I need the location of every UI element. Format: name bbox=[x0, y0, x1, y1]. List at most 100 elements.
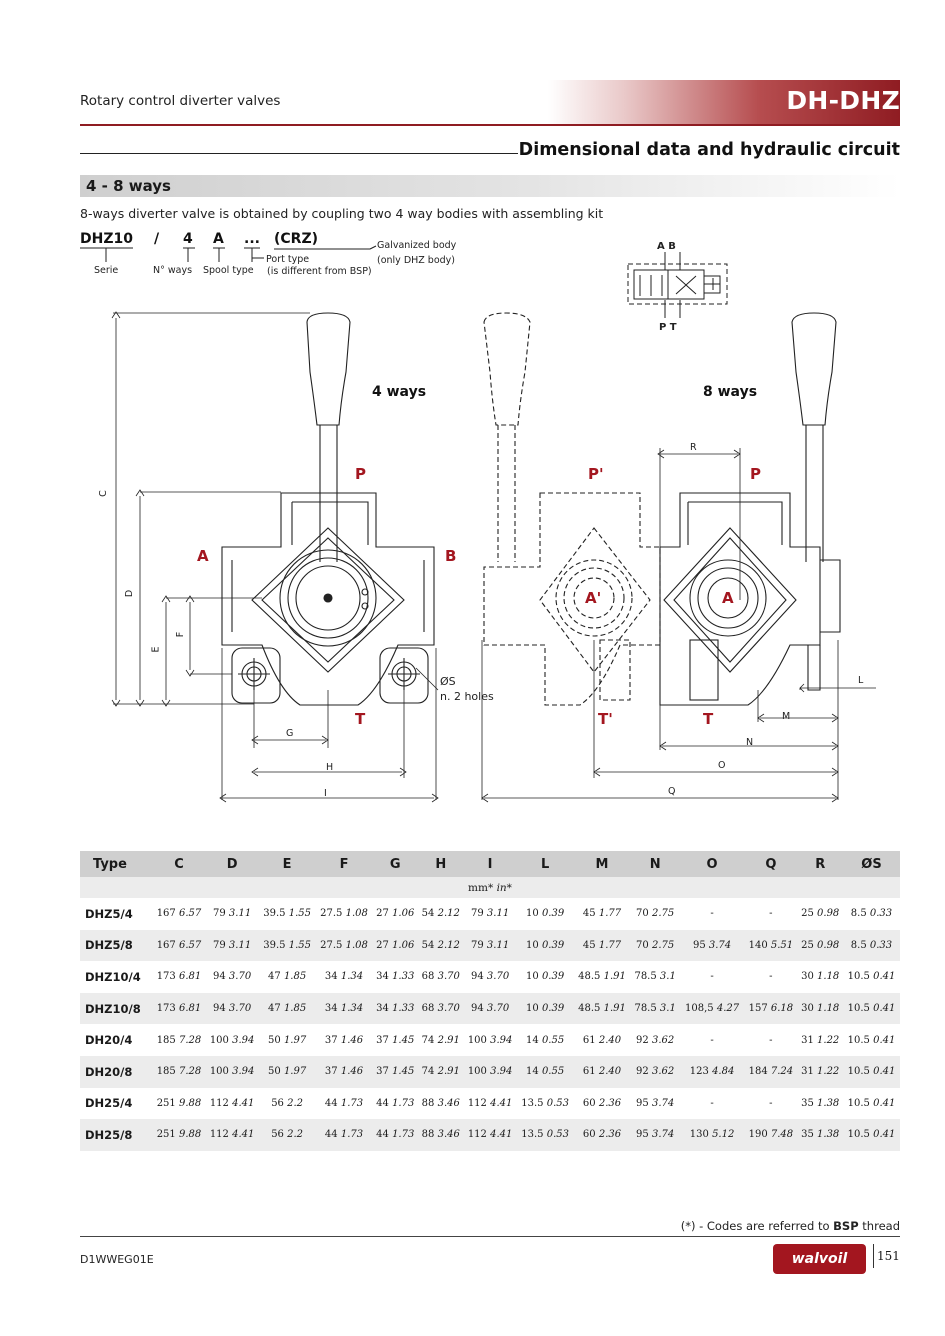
port-p: P bbox=[355, 465, 366, 483]
dimension-cell: 13.5 0.53 bbox=[521, 1097, 569, 1109]
caption-port-1: Port type bbox=[266, 254, 310, 265]
dimension-cell: 184 7.24 bbox=[744, 1055, 798, 1088]
dimension-cell: 25 0.98 bbox=[797, 929, 843, 962]
code-coating: (CRZ) bbox=[274, 231, 319, 247]
section-rule bbox=[80, 153, 518, 155]
dimension-cell: - bbox=[710, 908, 714, 920]
dimension-cell: - bbox=[769, 971, 773, 983]
walvoil-logo: walvoil bbox=[773, 1244, 866, 1274]
dimension-cell: 74 2.91 bbox=[421, 1034, 460, 1046]
dimension-cell: 185 7.28 bbox=[156, 1034, 202, 1046]
dimension-cell: 68 3.70 bbox=[418, 992, 464, 1025]
dimension-cell: 68 3.70 bbox=[421, 971, 460, 983]
port-p-8: P bbox=[750, 465, 761, 483]
column-header: N bbox=[630, 851, 680, 877]
dimension-cell: 37 1.45 bbox=[372, 1055, 418, 1088]
dimension-cell: 44 1.73 bbox=[324, 1097, 364, 1109]
port-a-prime: A' bbox=[585, 589, 602, 607]
dim-c: C bbox=[97, 490, 109, 497]
dimension-cell: 30 1.18 bbox=[801, 971, 840, 983]
dimension-cell: 56 2.2 bbox=[271, 1097, 304, 1109]
dimension-cell: 100 3.94 bbox=[463, 1055, 517, 1088]
dimension-cell: 54 2.12 bbox=[421, 908, 460, 920]
type-cell: DH20/8 bbox=[80, 1055, 153, 1088]
dimension-cell: 95 3.74 bbox=[636, 1097, 675, 1109]
code-slash: / bbox=[154, 231, 160, 247]
dimension-cell: 56 2.2 bbox=[258, 1119, 316, 1151]
port-t-8: T bbox=[703, 710, 714, 728]
subsection-bar: 4 - 8 ways bbox=[80, 175, 900, 197]
dim-h: H bbox=[326, 762, 334, 773]
type-cell: DHZ5/4 bbox=[85, 906, 133, 921]
dimension-cell: 94 3.70 bbox=[463, 992, 517, 1025]
dimension-cell: 61 2.40 bbox=[582, 1034, 622, 1046]
dimension-cell: 35 1.38 bbox=[797, 1119, 843, 1151]
type-cell: DHZ10/4 bbox=[85, 969, 141, 984]
header-rule bbox=[80, 124, 900, 126]
dimension-cell: 78.5 3.1 bbox=[630, 992, 680, 1025]
dimension-cell: 34 1.34 bbox=[324, 971, 364, 983]
subsection-title: 4 - 8 ways bbox=[86, 177, 171, 195]
document-subtitle: Rotary control diverter valves bbox=[80, 93, 281, 109]
dimension-cell: 79 3.11 bbox=[213, 908, 252, 920]
column-header: I bbox=[463, 851, 517, 877]
dimension-cell: 251 9.88 bbox=[156, 1097, 202, 1109]
dimension-cell: 8.5 0.33 bbox=[842, 929, 900, 962]
dimension-cell: 10 0.39 bbox=[516, 992, 574, 1025]
dimension-cell: 95 3.74 bbox=[679, 929, 745, 962]
column-header: M bbox=[573, 851, 631, 877]
dimension-cell: 27 1.06 bbox=[376, 908, 415, 920]
dimension-cell: 108,5 4.27 bbox=[679, 992, 745, 1025]
dimension-cell: 14 0.55 bbox=[516, 1055, 574, 1088]
dimension-cell: 44 1.73 bbox=[315, 1119, 373, 1151]
dimension-cell: - bbox=[710, 1097, 714, 1109]
dimension-cell: 44 1.73 bbox=[376, 1097, 415, 1109]
dimension-cell: 44 1.73 bbox=[372, 1119, 418, 1151]
dimension-cell: 30 1.18 bbox=[797, 992, 843, 1025]
hydraulic-circuit-symbol bbox=[627, 252, 728, 318]
hole-label: ØS bbox=[440, 675, 456, 688]
dimension-cell: 10.5 0.41 bbox=[842, 1055, 900, 1088]
dimension-cell: 10 0.39 bbox=[516, 929, 574, 962]
dimension-cell: 47 1.85 bbox=[268, 971, 307, 983]
view-4-ways bbox=[221, 312, 435, 706]
dim-m: M bbox=[782, 711, 791, 722]
code-series: DHZ10 bbox=[80, 231, 133, 247]
dimension-cell: 88 3.46 bbox=[421, 1097, 460, 1109]
technical-drawing bbox=[80, 245, 876, 803]
port-a: A bbox=[197, 547, 209, 565]
code-ways: 4 bbox=[183, 231, 193, 247]
dimension-cell: 167 6.57 bbox=[156, 908, 202, 920]
dimension-cell: 190 7.48 bbox=[744, 1119, 798, 1151]
dimension-cell: 34 1.33 bbox=[372, 992, 418, 1025]
dimension-cell: 112 4.41 bbox=[205, 1119, 259, 1151]
dim-o: O bbox=[718, 760, 726, 771]
logo-text: walvoil bbox=[791, 1251, 848, 1267]
column-header: G bbox=[372, 851, 418, 877]
footer-rule bbox=[80, 1236, 900, 1237]
dimension-cell: 50 1.97 bbox=[258, 1055, 316, 1088]
dimension-cell: 167 6.57 bbox=[152, 929, 206, 962]
type-cell: DH20/4 bbox=[85, 1033, 133, 1048]
intro-text: 8-ways diverter valve is obtained by cou… bbox=[80, 206, 604, 221]
dimension-cell: 27.5 1.08 bbox=[315, 929, 373, 962]
footer-note-prefix: (*) - Codes are referred to bbox=[680, 1219, 834, 1233]
dimension-cell: 79 3.11 bbox=[205, 929, 259, 962]
dimension-cell: 92 3.62 bbox=[630, 1055, 680, 1088]
dimension-cell: 48.5 1.91 bbox=[573, 992, 631, 1025]
dimension-cell: 10.5 0.41 bbox=[847, 1034, 896, 1046]
section-title-text: Dimensional data and hydraulic circuit bbox=[518, 140, 900, 160]
dimension-cell: 10.5 0.41 bbox=[847, 971, 896, 983]
type-cell: DHZ5/8 bbox=[80, 929, 153, 962]
caption-port-2: (is different from BSP) bbox=[267, 266, 372, 277]
dimension-cell: 35 1.38 bbox=[801, 1097, 840, 1109]
column-header: O bbox=[679, 851, 745, 877]
dim-n: N bbox=[746, 737, 754, 748]
hole-count: n. 2 holes bbox=[440, 690, 494, 703]
dimension-cell: 47 1.85 bbox=[258, 992, 316, 1025]
